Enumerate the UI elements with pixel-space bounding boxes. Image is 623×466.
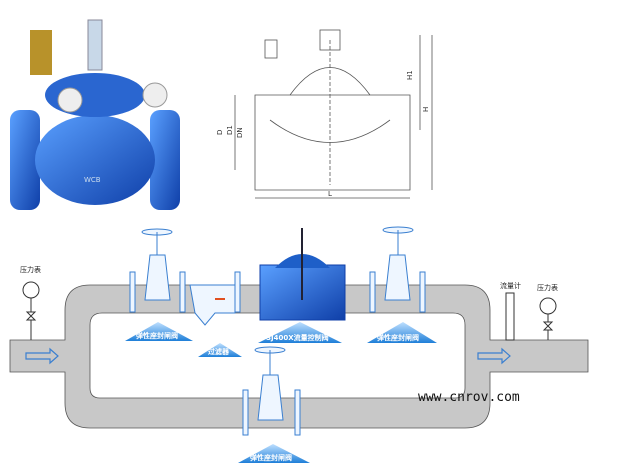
label-gate-valve-2: 弹性座封闸阀 bbox=[377, 333, 419, 342]
label-flow-meter: 流量计 bbox=[500, 281, 521, 290]
label-pressure-gauge-right: 压力表 bbox=[537, 283, 558, 292]
dim-d: D bbox=[216, 130, 224, 135]
label-pressure-gauge-left: 压力表 bbox=[20, 265, 41, 274]
dimension-labels: H1 H D D1 DN L bbox=[216, 70, 430, 198]
pipe-network bbox=[9, 284, 589, 429]
watermark: www.cnrov.com bbox=[418, 390, 520, 405]
gate-valve-1 bbox=[129, 228, 186, 313]
label-gate-valve-1: 弹性座封闸阀 bbox=[136, 331, 178, 340]
dim-dn: DN bbox=[236, 127, 244, 138]
strainer bbox=[189, 271, 241, 326]
valve-photo: WCB bbox=[10, 19, 180, 210]
pressure-gauge-left bbox=[22, 281, 40, 340]
label-control-valve: SJ400X流量控制阀 bbox=[266, 333, 329, 342]
photo-marking: WCB bbox=[84, 176, 101, 184]
flow-meter bbox=[505, 292, 515, 341]
dim-h: H bbox=[422, 107, 430, 112]
flow-arrows bbox=[25, 347, 511, 365]
label-strainer: 过滤器 bbox=[208, 347, 230, 356]
dim-h1: H1 bbox=[406, 70, 414, 80]
flow-control-valve bbox=[259, 228, 346, 321]
dim-d1: D1 bbox=[226, 125, 234, 135]
inlet-arrow-icon bbox=[25, 347, 59, 365]
pressure-gauge-right bbox=[539, 297, 557, 340]
gate-valve-bypass bbox=[242, 346, 301, 436]
gate-valve-2 bbox=[369, 226, 426, 313]
dim-l: L bbox=[328, 190, 332, 198]
label-gate-valve-bypass: 弹性座封闸阀 bbox=[250, 453, 292, 462]
outlet-arrow-icon bbox=[477, 347, 511, 365]
technical-drawing bbox=[234, 29, 433, 199]
